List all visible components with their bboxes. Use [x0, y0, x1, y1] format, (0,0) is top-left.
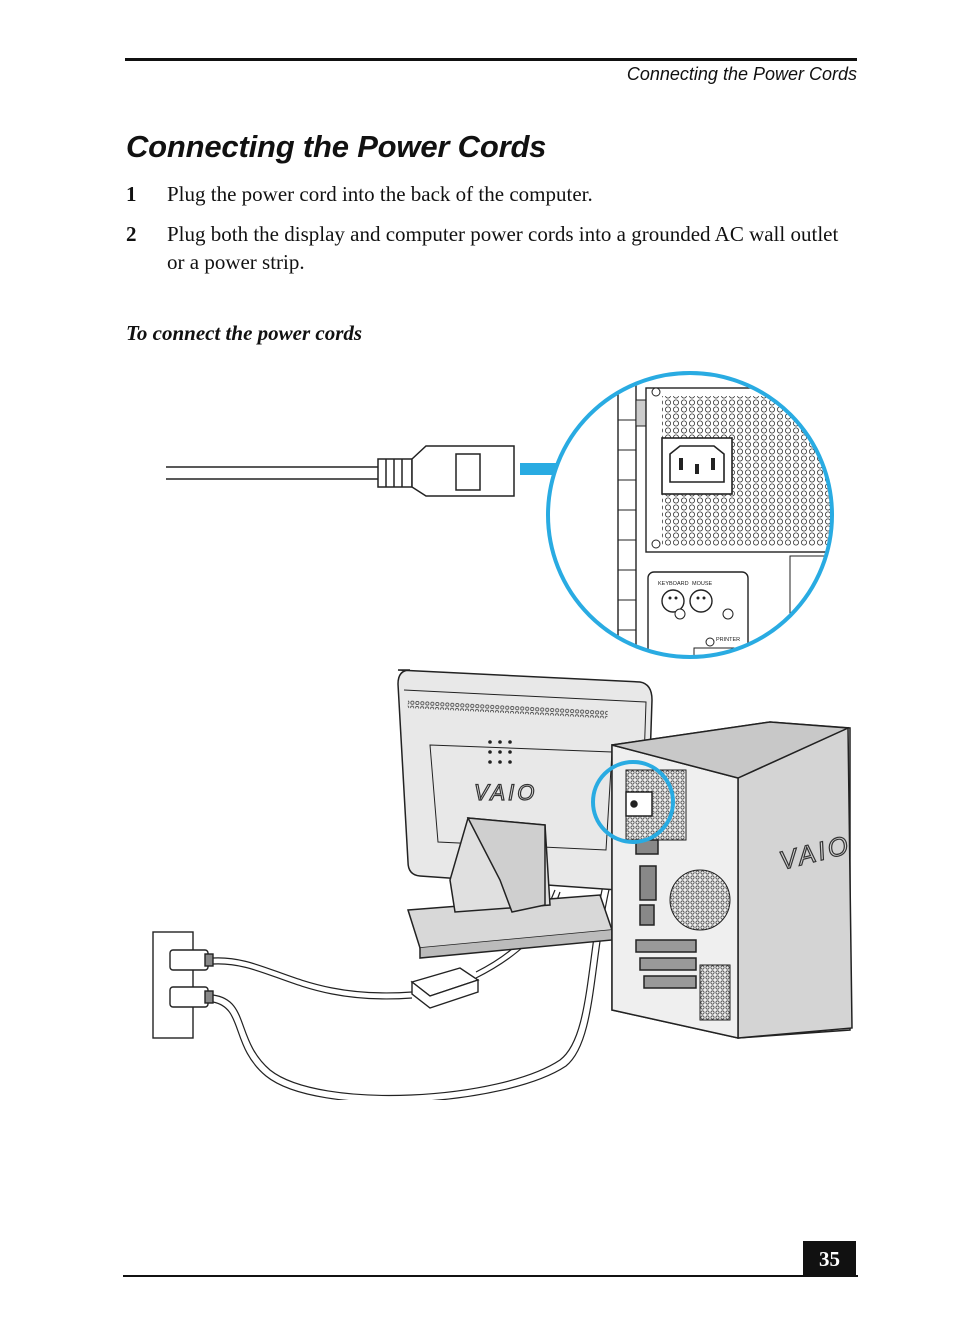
display-brand-logo: VAIO: [474, 780, 537, 805]
running-header: Connecting the Power Cords: [626, 64, 857, 84]
power-adapter: [410, 967, 480, 1009]
step-item: 2 Plug both the display and computer pow…: [126, 220, 846, 276]
keyboard-port-label: KEYBOARD: [658, 581, 689, 587]
display-rear: VAIO: [397, 669, 653, 959]
rear-panel-zoom: KEYBOARD MOUSE PRINTER: [546, 371, 834, 659]
footer-rule: [123, 1275, 858, 1277]
procedure-heading: To connect the power cords: [126, 321, 363, 345]
page-title: Connecting the Power Cords: [126, 129, 547, 164]
page-number: 35: [803, 1241, 856, 1277]
step-text: Plug the power cord into the back of the…: [167, 182, 593, 206]
step-number: 2: [126, 222, 137, 246]
step-item: 1 Plug the power cord into the back of t…: [126, 180, 846, 208]
power-port-highlight: [591, 760, 675, 844]
step-number: 1: [126, 182, 137, 206]
power-cord-illustration: KEYBOARD MOUSE PRINTER: [152, 371, 855, 1100]
mouse-port-label: MOUSE: [692, 581, 713, 587]
step-list: 1 Plug the power cord into the back of t…: [126, 180, 846, 288]
computer-power-cord: [212, 809, 637, 1100]
step-text: Plug both the display and computer power…: [167, 222, 839, 274]
wall-outlet: [152, 931, 214, 1039]
printer-port-label: PRINTER: [716, 637, 740, 643]
header-rule: [125, 58, 857, 61]
power-cord-plug: [166, 445, 515, 497]
computer-tower: VAIO: [611, 721, 855, 1039]
